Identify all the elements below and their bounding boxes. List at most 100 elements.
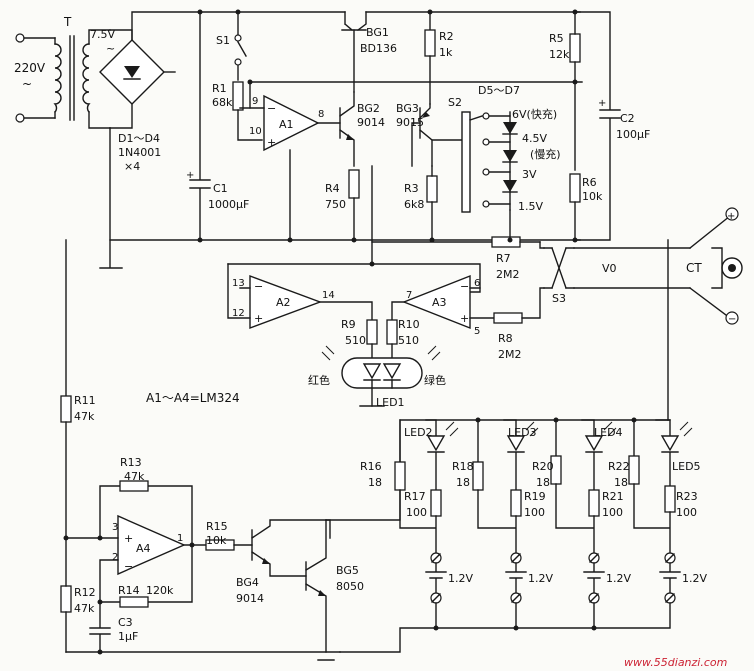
led3-name: LED3: [508, 426, 537, 439]
resistor-r14: R14 120k: [99, 544, 193, 608]
led1-green: 绿色: [424, 373, 446, 387]
opamp-a4: A4 + − 3 2 1: [65, 514, 207, 603]
bg3-name: BG3: [396, 102, 419, 115]
r12-value: 47k: [74, 602, 95, 615]
transformer: T 7.5V ~: [63, 15, 115, 129]
transistor-bg3: BG3 9015: [396, 102, 463, 167]
led4-name: LED4: [594, 426, 623, 439]
capacitor-c2: + C2 100μF: [574, 11, 650, 241]
resistor-r6: R6 10k: [569, 173, 603, 241]
opamp-a3: A3 − + 6 5 7: [391, 274, 495, 337]
r23-name: R23: [676, 490, 698, 503]
cell-1-voltage: 1.2V: [448, 572, 473, 585]
r18-name: R18: [452, 460, 474, 473]
resistor-r11: R11 47k: [60, 394, 96, 539]
junction-dots: [63, 9, 637, 655]
secondary-voltage-label: 7.5V: [90, 28, 115, 41]
r22-value: 18: [614, 476, 628, 489]
mains-voltage-label: 220V: [14, 61, 46, 75]
r7-value: 2M2: [496, 268, 520, 281]
ct-plus-sign: +: [727, 211, 735, 222]
tap-1-5v: 1.5V: [518, 200, 543, 213]
resistor-r15: R15 10k: [205, 520, 253, 551]
r13-value: 47k: [124, 470, 145, 483]
a1-minus: −: [267, 102, 276, 115]
a4-name: A4: [136, 542, 151, 555]
r22-name: R22: [608, 460, 630, 473]
resistor-r13: R13 47k: [99, 456, 193, 546]
r9-value: 510: [345, 334, 366, 347]
a3-pin6: 6: [474, 278, 480, 289]
bg3-part: 9015: [396, 116, 424, 129]
tap-3v: 3V: [522, 168, 537, 181]
r16-value: 18: [368, 476, 382, 489]
watermark: www.55dianzi.com: [624, 656, 727, 669]
opamp-a1: A1 − + 9 10 8: [239, 81, 583, 241]
tap-4-5v: 4.5V: [522, 132, 547, 145]
a2-pin12: 12: [232, 308, 245, 319]
r10-name: R10: [398, 318, 420, 331]
r20-name: R20: [532, 460, 554, 473]
v0-label: V0: [602, 262, 617, 275]
a2-minus: −: [254, 280, 263, 293]
resistor-r4: R4 750: [325, 169, 360, 241]
r5-value: 12k: [549, 48, 570, 61]
battery-holder-ct: + − CT: [686, 207, 743, 325]
channel-4: LED5 R22 18 R23 100 1.2V: [593, 419, 707, 629]
bicolor-led1: 红色 绿色 LED1: [308, 345, 446, 409]
c3-name: C3: [118, 616, 133, 629]
r12-name: R12: [74, 586, 96, 599]
bg4-name: BG4: [236, 576, 259, 589]
led1-red: 红色: [308, 373, 330, 387]
r19-name: R19: [524, 490, 546, 503]
resistor-r3: R3 6k8: [404, 165, 438, 241]
r17-value: 100: [406, 506, 427, 519]
transistor-bg2: BG2 9014: [339, 91, 385, 167]
r2-value: 1k: [439, 46, 453, 59]
zener-name: D5～D7: [478, 84, 520, 97]
r21-name: R21: [602, 490, 624, 503]
r4-name: R4: [325, 182, 340, 195]
a1-plus: +: [267, 136, 276, 149]
s1-name: S1: [216, 34, 230, 47]
r11-name: R11: [74, 394, 96, 407]
r23-value: 100: [676, 506, 697, 519]
channel-2: LED3 R18 18 R19 100 1.2V: [435, 419, 553, 629]
r6-name: R6: [582, 176, 597, 189]
led5-name: LED5: [672, 460, 701, 473]
r11-value: 47k: [74, 410, 95, 423]
resistor-r9: R9 510: [341, 318, 378, 363]
s3-name: S3: [552, 292, 566, 305]
r8-value: 2M2: [498, 348, 522, 361]
opamp-a2: A2 − + 13 12 14: [227, 263, 373, 330]
r18-value: 18: [456, 476, 470, 489]
c1-value: 1000μF: [208, 198, 249, 211]
cell-3-voltage: 1.2V: [606, 572, 631, 585]
a2-plus: +: [254, 312, 263, 325]
r17-name: R17: [404, 490, 426, 503]
r3-name: R3: [404, 182, 419, 195]
a3-pin7: 7: [406, 290, 412, 301]
r6-value: 10k: [582, 190, 603, 203]
a1-pin9: 9: [252, 96, 258, 107]
r1-value: 68k: [212, 96, 233, 109]
capacitor-c1: + C1 1000μF: [186, 11, 249, 241]
bg4-part: 9014: [236, 592, 264, 605]
bg2-name: BG2: [357, 102, 380, 115]
bg2-part: 9014: [357, 116, 385, 129]
c3-value: 1μF: [118, 630, 138, 643]
r15-name: R15: [206, 520, 228, 533]
a2-name: A2: [276, 296, 291, 309]
r13-name: R13: [120, 456, 142, 469]
bg5-part: 8050: [336, 580, 364, 593]
a3-name: A3: [432, 296, 447, 309]
r2-name: R2: [439, 30, 454, 43]
tap-6v: 6V(快充): [512, 107, 557, 121]
resistor-r2: R2 1k: [424, 11, 454, 105]
a4-pin3: 3: [112, 522, 118, 533]
bg1-part: BD136: [360, 42, 397, 55]
cell-4-voltage: 1.2V: [682, 572, 707, 585]
ct-label: CT: [686, 261, 702, 275]
c2-plus: +: [598, 98, 606, 109]
